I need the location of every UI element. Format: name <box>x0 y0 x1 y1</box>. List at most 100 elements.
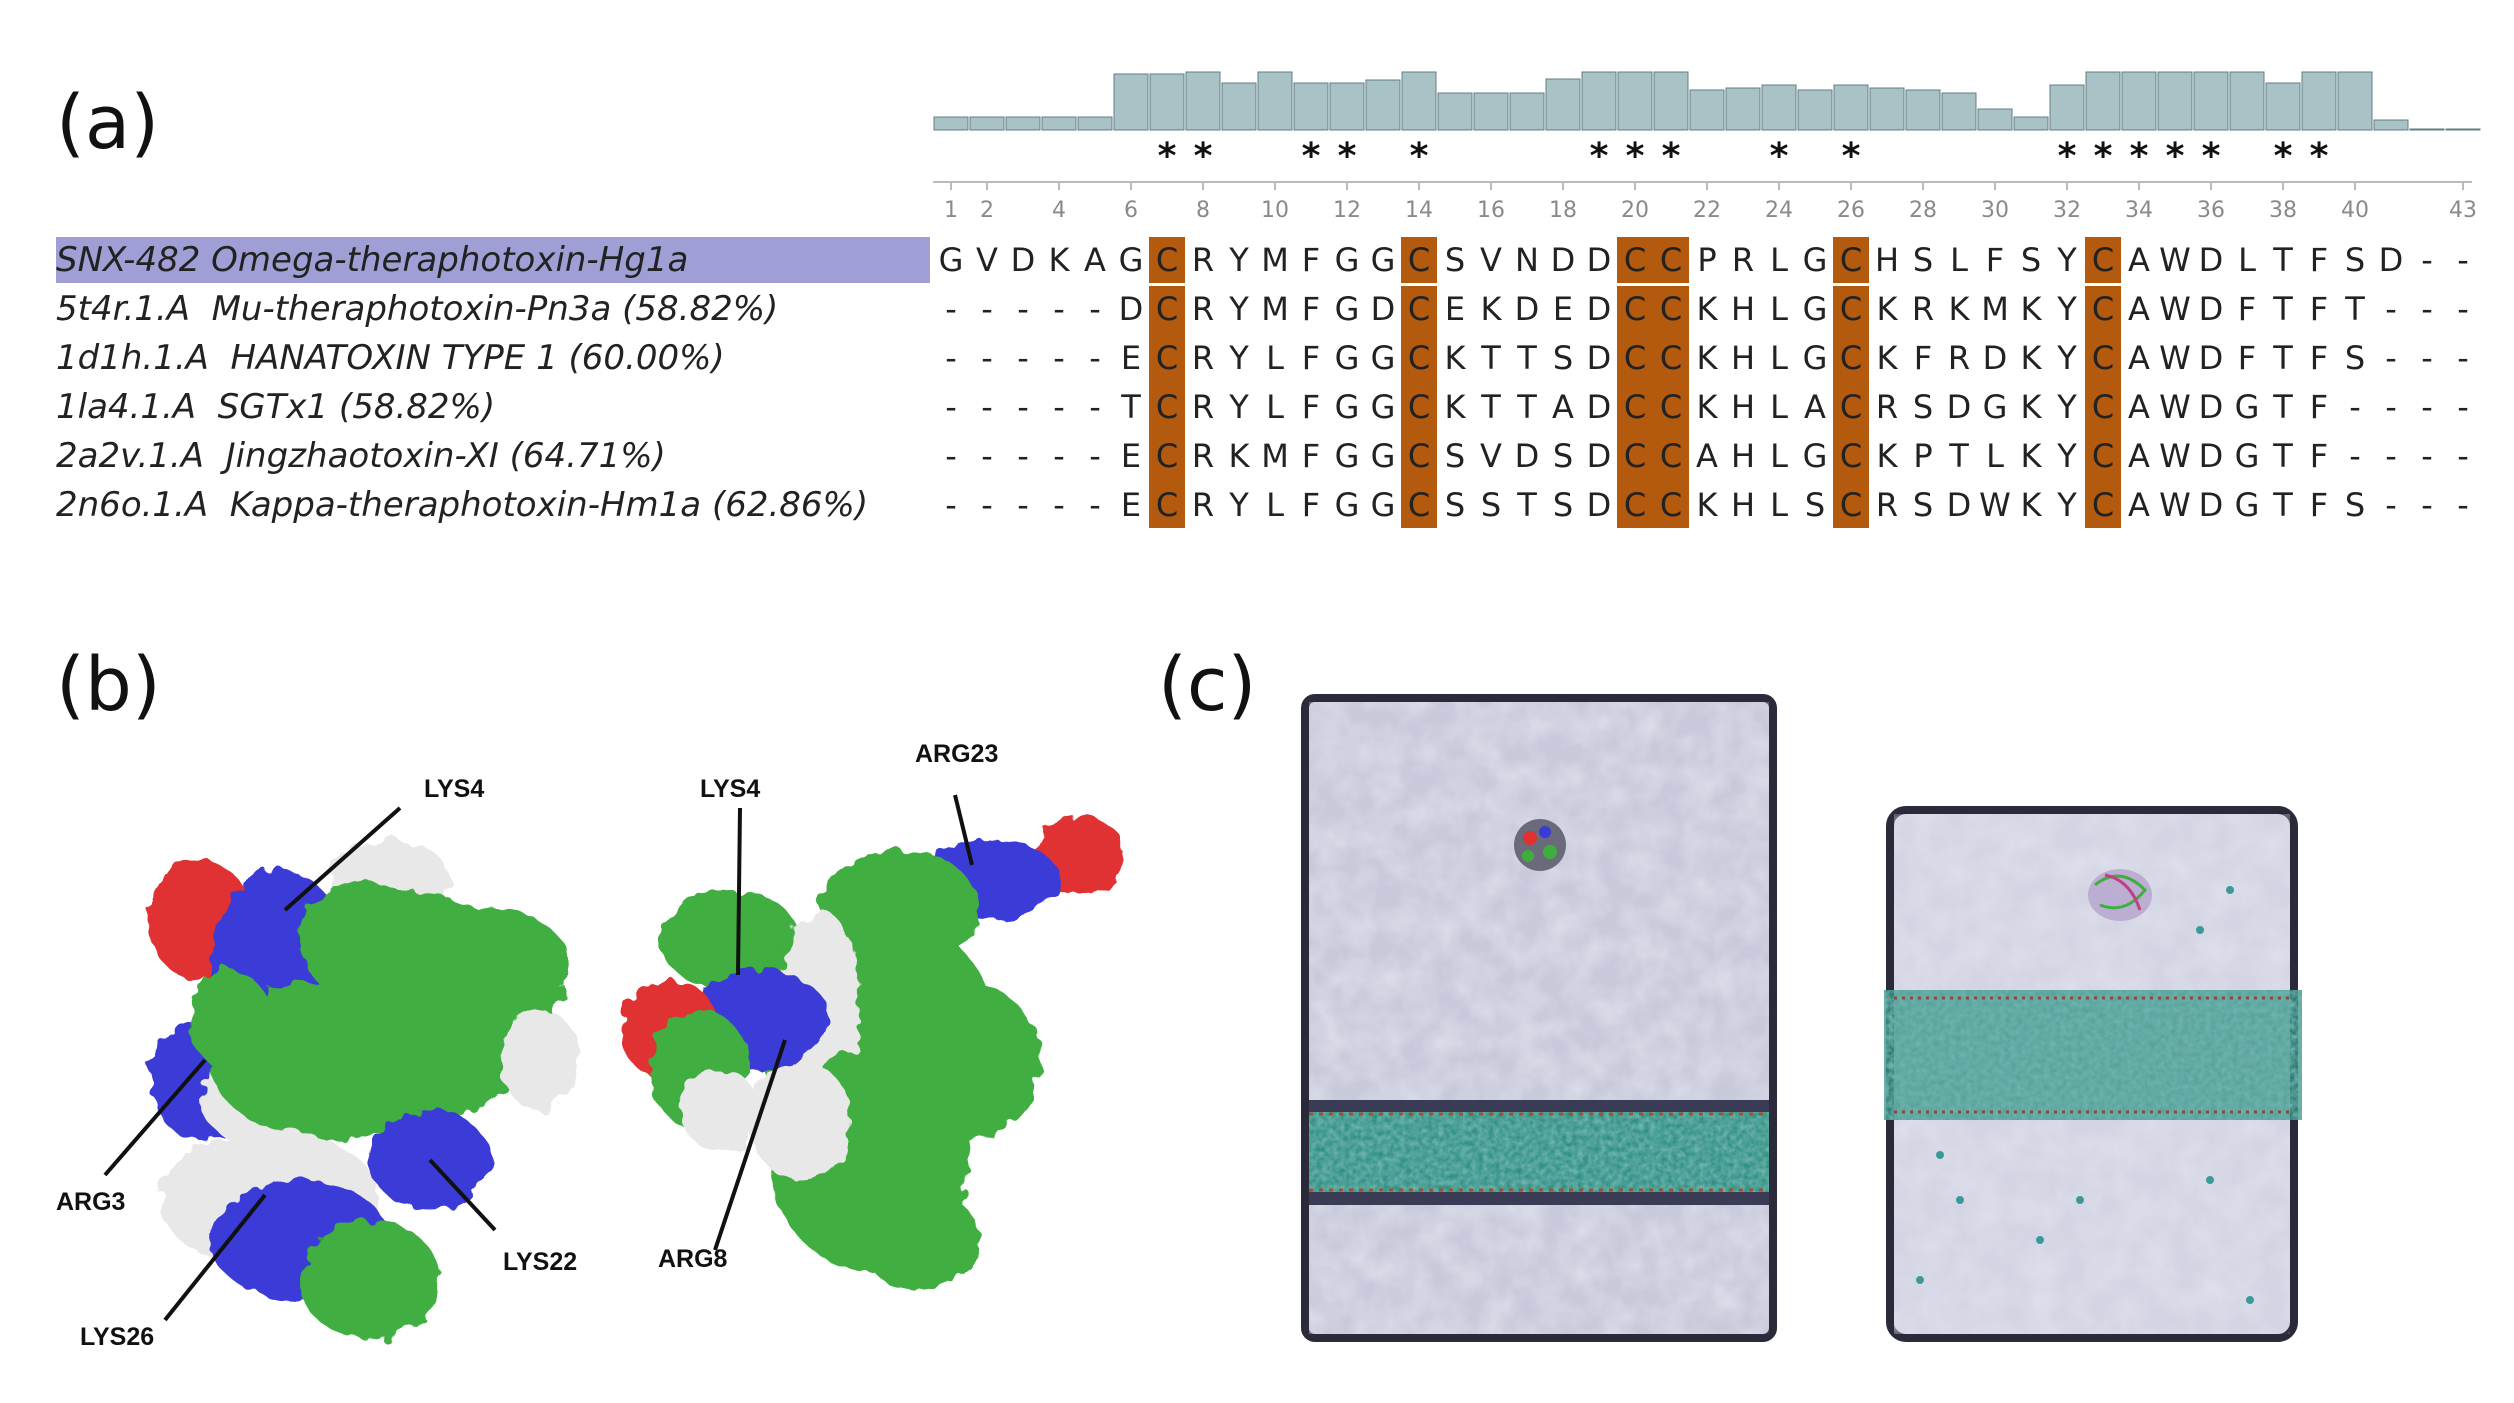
residue: A <box>1084 241 1106 279</box>
residue: W <box>2159 486 2191 524</box>
surface-view-left <box>148 840 580 1340</box>
residue: - <box>981 339 993 377</box>
cysteine-column-highlight <box>1149 286 1185 528</box>
conservation-bar <box>1509 92 1545 131</box>
residue: G <box>1370 388 1396 426</box>
ruler-label: 4 <box>1052 198 1066 223</box>
residue: - <box>1089 437 1101 475</box>
residue: L <box>1986 437 2004 475</box>
residue: D <box>2378 241 2404 279</box>
residue: D <box>1118 290 1144 328</box>
residue: C <box>1623 290 1647 328</box>
residue: C <box>1659 241 1683 279</box>
residue: - <box>2457 339 2469 377</box>
residue: L <box>1950 241 1968 279</box>
residue: L <box>1266 339 1284 377</box>
label-lys4-left: LYS4 <box>424 775 485 803</box>
conservation-histogram <box>933 71 2481 190</box>
conservation-bar <box>933 116 969 131</box>
conservation-bar <box>1545 78 1581 131</box>
residue: D <box>1370 290 1396 328</box>
conservation-bar <box>1185 71 1221 131</box>
residue: C <box>1155 290 1179 328</box>
conservation-star: * <box>2129 136 2149 177</box>
residue: D <box>1946 486 1972 524</box>
residue: S <box>2344 241 2366 279</box>
label-lys26: LYS26 <box>80 1323 155 1351</box>
residue: S <box>1552 339 1574 377</box>
residue: K <box>2020 339 2042 377</box>
conservation-bar <box>1401 71 1437 131</box>
residue: G <box>1802 241 1828 279</box>
residue: - <box>1089 339 1101 377</box>
label-arg3: ARG3 <box>56 1188 126 1216</box>
residue: A <box>2128 339 2150 377</box>
residue: G <box>1370 339 1396 377</box>
residue: W <box>1979 486 2011 524</box>
residue: G <box>938 241 964 279</box>
residue: C <box>1623 486 1647 524</box>
residue: S <box>2344 339 2366 377</box>
residue: - <box>2457 241 2469 279</box>
residue: F <box>2309 437 2329 475</box>
residue: - <box>2457 486 2469 524</box>
residue: L <box>1266 486 1284 524</box>
residue: A <box>2128 437 2150 475</box>
residue: C <box>1407 486 1431 524</box>
residue: C <box>1659 290 1683 328</box>
conservation-bar <box>2409 128 2445 131</box>
residue: - <box>945 437 957 475</box>
residue: K <box>1696 290 1718 328</box>
panel-label-a: (a) <box>56 80 160 166</box>
residue: C <box>1155 388 1179 426</box>
residue: T <box>2273 241 2293 279</box>
ruler-label: 10 <box>1261 198 1289 223</box>
residue: W <box>2159 290 2191 328</box>
residue: - <box>1053 290 1065 328</box>
conservation-bar <box>1905 89 1941 131</box>
residue: - <box>2421 241 2433 279</box>
residue: K <box>1444 339 1466 377</box>
seq-name-template-5: 2n6o.1.A Kappa-theraphotoxin-Hm1a (62.86… <box>56 485 869 525</box>
residue: L <box>2238 241 2256 279</box>
residue: - <box>2385 486 2397 524</box>
simulation-box-large <box>1301 694 1777 1342</box>
residue: G <box>1370 241 1396 279</box>
residue: F <box>1301 290 1321 328</box>
residue: K <box>2020 486 2042 524</box>
residue: C <box>1839 339 1863 377</box>
residue: R <box>1191 486 1215 524</box>
residue: F <box>2309 290 2329 328</box>
residue: - <box>1053 437 1065 475</box>
residue: A <box>2128 241 2150 279</box>
residue: R <box>1947 339 1971 377</box>
conservation-bar <box>1617 71 1653 131</box>
residue: L <box>1770 241 1788 279</box>
cysteine-column-highlight <box>1653 286 1689 528</box>
residue: K <box>1696 339 1718 377</box>
residue: F <box>1985 241 2005 279</box>
residue: D <box>2198 388 2224 426</box>
residue: C <box>1839 486 1863 524</box>
residue: C <box>1659 486 1683 524</box>
conservation-bar <box>1653 71 1689 131</box>
conservation-bar <box>1041 116 1077 131</box>
conservation-bar <box>1257 71 1293 131</box>
residue: S <box>1552 437 1574 475</box>
residue: C <box>1407 339 1431 377</box>
label-arg8: ARG8 <box>658 1245 728 1273</box>
residue: F <box>1301 437 1321 475</box>
residue: N <box>1515 241 1539 279</box>
residue: S <box>1912 388 1934 426</box>
conservation-bar <box>1977 108 2013 131</box>
residue: C <box>1839 290 1863 328</box>
residue: F <box>2237 339 2257 377</box>
residue: D <box>2198 290 2224 328</box>
residue: F <box>2237 290 2257 328</box>
residue: Y <box>2057 339 2077 377</box>
residue: P <box>1913 437 1933 475</box>
residue: S <box>2020 241 2042 279</box>
residue: A <box>1696 437 1718 475</box>
residue: K <box>1696 388 1718 426</box>
residue: Y <box>2057 437 2077 475</box>
